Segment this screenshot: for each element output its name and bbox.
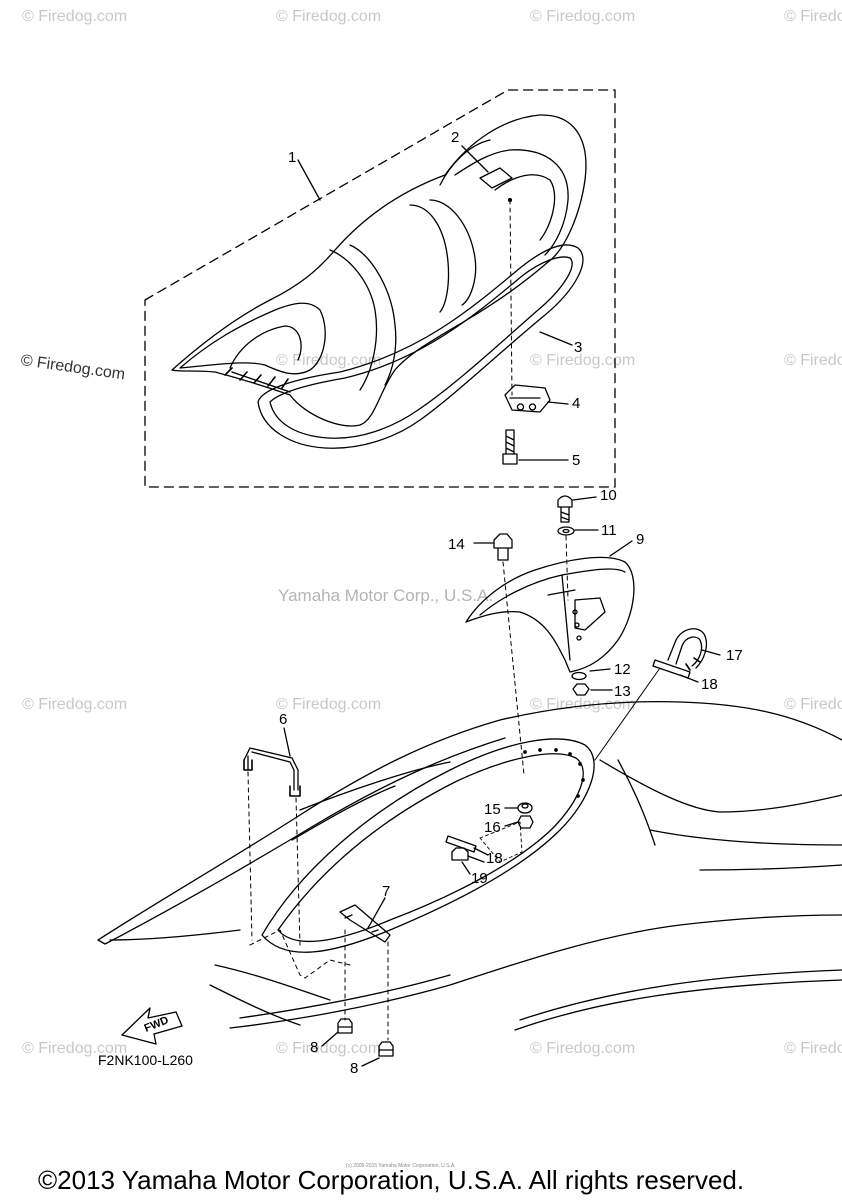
part-label-12: 12: [614, 661, 631, 678]
watermark: © Firedog.com: [530, 8, 636, 25]
watermark: © Firedog.com: [276, 696, 382, 713]
fine-print: (c) 2005-2015 Yamaha Motor Corporation, …: [346, 1163, 456, 1169]
part-label-1: 1: [288, 149, 297, 166]
part-label-5: 5: [572, 452, 581, 469]
part-label-3: 3: [574, 339, 583, 356]
rear-bracket: [465, 556, 635, 673]
leader-8a: [321, 1031, 339, 1047]
leader-1: [297, 159, 321, 201]
diagram-code: F2NK100-L260: [98, 1052, 193, 1068]
bolt-5: [502, 429, 518, 465]
washer-12: [571, 671, 587, 681]
part-label-14: 14: [448, 536, 465, 553]
watermark: © Firedog.com: [530, 352, 636, 369]
leader-2: [461, 145, 489, 173]
part-label-11: 11: [601, 522, 617, 539]
watermark: © Firedog.com: [784, 696, 842, 713]
part-label-8: 8: [310, 1039, 319, 1056]
part-label-9: 9: [636, 531, 645, 548]
leader-18a: [679, 674, 699, 683]
watermark: © Firedog.com: [276, 8, 382, 25]
watermark-main: Yamaha Motor Corp., U.S.A.: [278, 586, 494, 605]
part-label-17: 17: [726, 647, 743, 664]
seat-bracket: [504, 384, 551, 413]
watermark: © Firedog.com: [530, 1040, 636, 1057]
seat-base: [257, 244, 584, 449]
leader-7: [367, 897, 386, 929]
leader-12: [589, 668, 611, 672]
part-label-15: 15: [484, 801, 501, 818]
tow-plate: [652, 659, 691, 679]
bolt-14: [493, 533, 513, 561]
watermark: © Firedog.com: [22, 1040, 128, 1057]
leader-16: [504, 821, 519, 827]
watermark: © Firedog.com: [784, 1040, 842, 1057]
copyright-footer: ©2013 Yamaha Motor Corporation, U.S.A. A…: [38, 1165, 745, 1195]
leader-10: [572, 496, 597, 501]
part-label-4: 4: [572, 395, 581, 412]
watermark: © Firedog.com: [276, 352, 382, 369]
part-label-2: 2: [451, 129, 460, 146]
leader-19: [461, 861, 471, 875]
grommet-8a: [337, 1018, 353, 1034]
leader-3: [539, 331, 573, 346]
part-label-18: 18: [486, 850, 503, 867]
bolt-10: [557, 495, 573, 523]
leader-6: [283, 727, 291, 757]
watermark: © Firedog.com: [22, 8, 128, 25]
seat-well: [261, 738, 595, 953]
seat-assembly-outline: [144, 89, 616, 488]
leader-17: [701, 649, 721, 656]
fwd-arrow-icon: FWD: [121, 1007, 183, 1045]
watermark: © Firedog.com: [276, 1040, 382, 1057]
nut-16: [517, 815, 534, 829]
watermark: © Firedog.com: [784, 8, 842, 25]
leader-8b: [361, 1057, 380, 1067]
washer-11: [557, 526, 575, 536]
hull-deck: [97, 700, 842, 1031]
part-label-10: 10: [600, 487, 617, 504]
leader-18b: [473, 847, 489, 856]
part-label-13: 13: [614, 683, 631, 700]
part-label-7: 7: [382, 883, 391, 900]
part-label-6: 6: [279, 711, 288, 728]
grip-handle: [243, 747, 301, 797]
seat-cushion: [171, 114, 587, 427]
part-label-18: 18: [701, 676, 718, 693]
part-label-19: 19: [471, 870, 488, 887]
nut-13: [572, 683, 590, 696]
tow-hook: [667, 628, 708, 671]
part-label-8: 8: [350, 1060, 359, 1077]
grommet-8b: [378, 1041, 394, 1057]
watermark: © Firedog.com: [22, 696, 128, 713]
emblem: [479, 167, 513, 189]
bolt-19: [451, 847, 485, 863]
leader-4: [547, 401, 569, 405]
part-label-16: 16: [484, 819, 501, 836]
plate-18: [445, 835, 477, 853]
watermark: © Firedog.com: [784, 352, 842, 369]
mounting-plate: [339, 904, 391, 943]
leader-9: [609, 540, 633, 557]
